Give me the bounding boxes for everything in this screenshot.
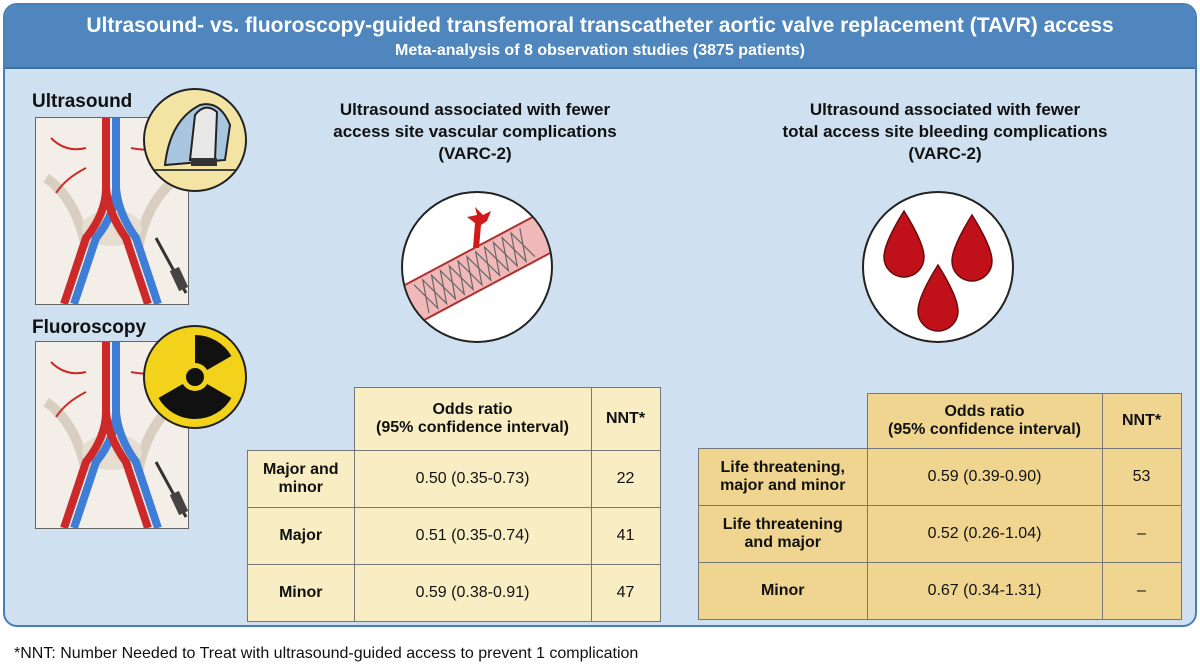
row-label-line2: major and minor bbox=[720, 476, 846, 494]
panel2-odds-table: Odds ratio (95% confidence interval) NNT… bbox=[698, 393, 1182, 620]
blood-drops-icon bbox=[862, 191, 1014, 343]
panel2-caption-line3: (VARC-2) bbox=[908, 144, 982, 163]
radiation-icon bbox=[143, 325, 247, 429]
ultrasound-label: Ultrasound bbox=[32, 91, 133, 112]
panel1-caption-line1: Ultrasound associated with fewer bbox=[339, 100, 611, 119]
or-value: 0.59 (0.39-0.90) bbox=[866, 447, 1103, 506]
groin-vessels-icon bbox=[43, 342, 189, 530]
row-label: Minor bbox=[698, 561, 868, 620]
or-header-line1: Odds ratio bbox=[944, 402, 1025, 420]
table-header-row: Odds ratio (95% confidence interval) NNT… bbox=[698, 393, 1182, 449]
page-subtitle: Meta-analysis of 8 observation studies (… bbox=[395, 42, 805, 59]
or-value: 0.59 (0.38-0.91) bbox=[353, 563, 592, 622]
panel2-caption: Ultrasound associated with fewer total a… bbox=[750, 99, 1140, 165]
ultrasound-probe-icon bbox=[143, 88, 247, 192]
header-banner: Ultrasound- vs. fluoroscopy-guided trans… bbox=[5, 5, 1195, 69]
panel2-caption-line2: total access site bleeding complications bbox=[782, 122, 1108, 141]
panel1-caption-line3: (VARC-2) bbox=[438, 144, 512, 163]
row-label: Major bbox=[247, 506, 355, 565]
fluoroscopy-anatomy-illustration bbox=[35, 341, 189, 530]
row-label: Life threatening, major and minor bbox=[698, 447, 868, 506]
table-row: Major 0.51 (0.35-0.74) 41 bbox=[247, 506, 661, 565]
row-label-line1: Major and bbox=[262, 460, 339, 478]
nnt-value: – bbox=[1101, 561, 1182, 620]
table-row: Major and minor 0.50 (0.35-0.73) 22 bbox=[247, 449, 661, 508]
table-row: Life threatening, major and minor 0.59 (… bbox=[698, 447, 1182, 506]
panel2-caption-line1: Ultrasound associated with fewer bbox=[809, 100, 1081, 119]
nnt-value: 41 bbox=[590, 506, 661, 565]
or-header: Odds ratio (95% confidence interval) bbox=[353, 387, 592, 451]
or-value: 0.67 (0.34-1.31) bbox=[866, 561, 1103, 620]
or-value: 0.52 (0.26-1.04) bbox=[866, 504, 1103, 563]
table-row: Minor 0.59 (0.38-0.91) 47 bbox=[247, 563, 661, 622]
row-label: Minor bbox=[247, 563, 355, 622]
infographic-panel: Ultrasound- vs. fluoroscopy-guided trans… bbox=[3, 3, 1197, 627]
panel1-caption-line2: access site vascular complications bbox=[333, 122, 617, 141]
vessel-stent-bleed-icon bbox=[401, 191, 553, 343]
or-header: Odds ratio (95% confidence interval) bbox=[866, 393, 1103, 449]
table-row: Life threatening and major 0.52 (0.26-1.… bbox=[698, 504, 1182, 563]
row-label-line1: Life threatening, bbox=[720, 458, 845, 476]
row-label-line2: and major bbox=[744, 533, 821, 551]
row-label-line1: Life threatening bbox=[722, 515, 843, 533]
footnote: *NNT: Number Needed to Treat with ultras… bbox=[14, 645, 639, 662]
nnt-value: 47 bbox=[590, 563, 661, 622]
nnt-header: NNT* bbox=[590, 387, 661, 451]
nnt-header: NNT* bbox=[1101, 393, 1182, 449]
row-label-line2: minor bbox=[278, 478, 323, 496]
table-corner bbox=[247, 387, 355, 451]
nnt-value: 22 bbox=[590, 449, 661, 508]
table-row: Minor 0.67 (0.34-1.31) – bbox=[698, 561, 1182, 620]
row-label: Life threatening and major bbox=[698, 504, 868, 563]
or-header-line2: (95% confidence interval) bbox=[888, 420, 1081, 438]
or-header-line1: Odds ratio bbox=[432, 400, 513, 418]
or-value: 0.51 (0.35-0.74) bbox=[353, 506, 592, 565]
or-header-line2: (95% confidence interval) bbox=[376, 418, 569, 436]
row-label: Major and minor bbox=[247, 449, 355, 508]
fluoroscopy-label: Fluoroscopy bbox=[32, 317, 147, 338]
panel1-odds-table: Odds ratio (95% confidence interval) NNT… bbox=[247, 387, 661, 622]
or-value: 0.50 (0.35-0.73) bbox=[353, 449, 592, 508]
panel1-caption: Ultrasound associated with fewer access … bbox=[305, 99, 645, 165]
nnt-value: – bbox=[1101, 504, 1182, 563]
table-corner bbox=[698, 393, 868, 449]
nnt-value: 53 bbox=[1101, 447, 1182, 506]
table-header-row: Odds ratio (95% confidence interval) NNT… bbox=[247, 387, 661, 451]
page-title: Ultrasound- vs. fluoroscopy-guided trans… bbox=[86, 14, 1114, 37]
